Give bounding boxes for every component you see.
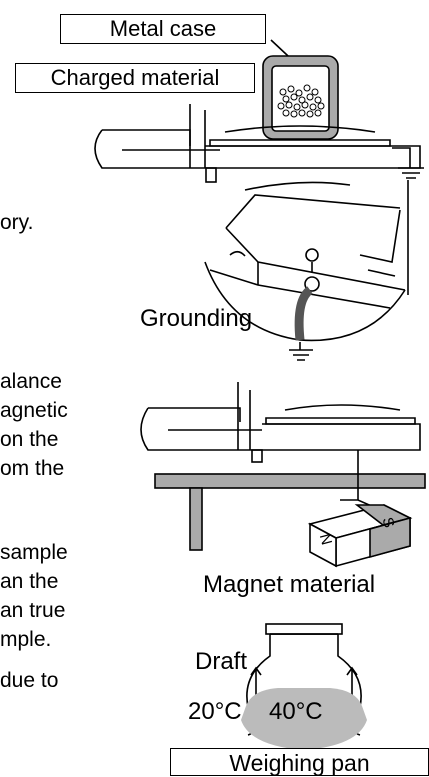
body-text-line: due to: [0, 669, 59, 692]
body-text-line: sample: [0, 541, 68, 564]
body-text-line: an true: [0, 599, 66, 622]
body-text-line: on the: [0, 428, 59, 451]
label-temp-sample: 40°C: [269, 698, 323, 725]
body-text-line: an the: [0, 570, 59, 593]
body-text-line: agnetic: [0, 399, 68, 422]
label-charged-material: Charged material: [15, 63, 255, 93]
body-text-line: mple.: [0, 628, 52, 651]
label-grounding: Grounding: [140, 305, 253, 332]
label-magnet-material: Magnet material: [203, 571, 376, 598]
body-text-line: om the: [0, 457, 65, 480]
label-metal-case: Metal case: [60, 14, 266, 44]
label-weighing-pan: Weighing pan: [170, 748, 429, 776]
body-text-line: alance: [0, 370, 62, 393]
label-temp-ambient: 20°C: [188, 698, 242, 725]
label-draft: Draft: [195, 648, 248, 675]
body-text-line: ory.: [0, 211, 34, 234]
